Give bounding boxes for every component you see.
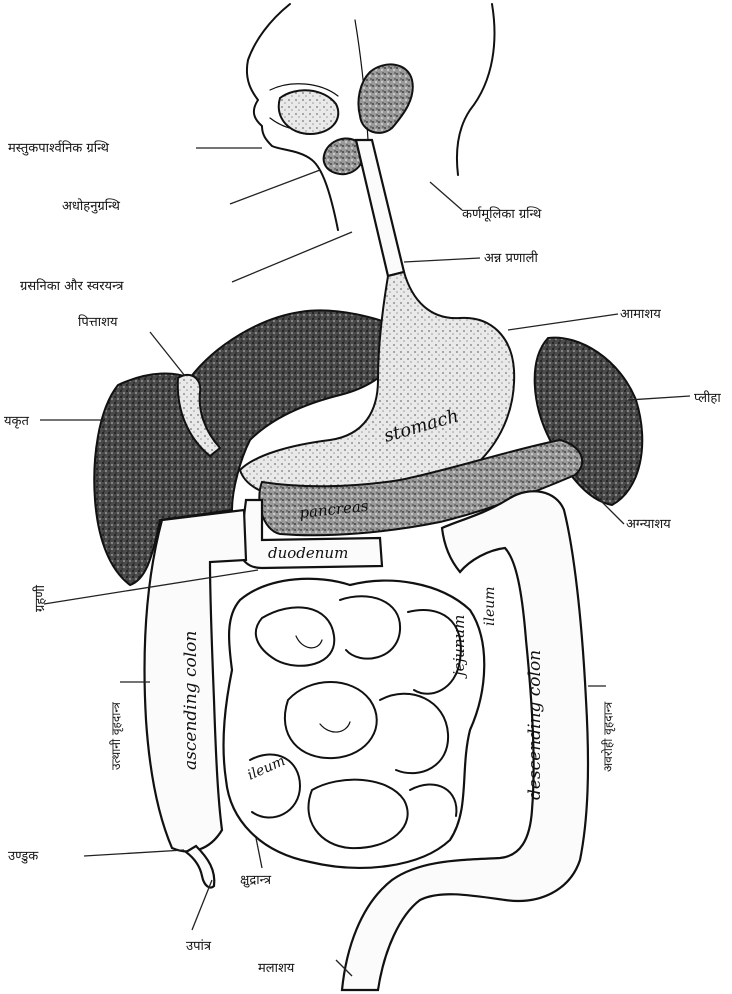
descending-colon-text: descending colon [525,650,545,800]
oesophagus [356,140,404,276]
label-appendix: उपांत्र [186,939,212,954]
label-liver: यकृत [4,414,30,429]
label-spleen: प्लीहा [694,390,721,406]
label-caecum: उण्डुक [8,849,39,864]
jejunum-text: jejunum [450,615,468,679]
label-small-intestine: क्षुद्रान्त्र [240,873,272,888]
duodenum-text: duodenum [268,544,348,562]
label-parotid-left: मस्तुकपार्श्वनिक ग्रन्थि [8,140,110,156]
label-submandibular-gland: अधोहनुग्रन्थि [62,198,121,214]
ascending-colon-text: ascending colon [181,631,201,770]
label-oesophagus: अन्न प्रणाली [484,250,538,266]
label-ascending-colon: उत्थानी वृहदान्त्र [109,702,124,770]
ileum-text-upper: ileum [482,586,498,626]
small-intestine [224,579,485,868]
parotid-gland [358,64,412,132]
label-pancreas: अग्न्याशय [626,517,671,532]
label-descending-colon: अवरोही वृहदान्त्र [601,701,616,772]
caecum [186,846,214,888]
label-parotid-gland: कर्णमूलिका ग्रन्थि [462,206,542,222]
label-gallbladder: पित्ताशय [78,314,118,330]
label-stomach: आमाशय [620,307,661,322]
label-duodenum: ग्रहणी [32,584,48,612]
label-pharynx-larynx: ग्रसनिका और स्वरयन्त्र [20,278,124,294]
label-rectum: मलाशय [258,961,295,976]
